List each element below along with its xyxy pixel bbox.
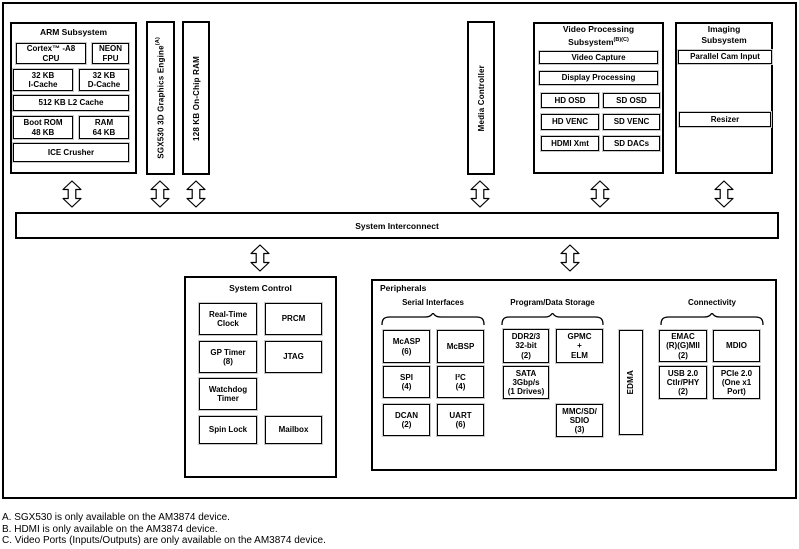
video-processing-title-text: Video Processing Subsystem xyxy=(562,24,635,47)
mmc-sd-sdio-box: MMC/SD/ SDIO (3) xyxy=(555,403,604,438)
spi-box: SPI (4) xyxy=(382,365,431,399)
video-processing-title: Video Processing Subsystem(B)(C) xyxy=(533,24,664,48)
gp-timer-box: GP Timer (8) xyxy=(198,340,258,374)
brace-icon xyxy=(660,313,764,325)
icache-box: 32 KB I-Cache xyxy=(12,68,74,92)
sd-venc-box: SD VENC xyxy=(602,113,661,131)
system-control-title: System Control xyxy=(229,283,292,293)
sd-dacs-box: SD DACs xyxy=(602,135,661,152)
footnote-a: A. SGX530 is only available on the AM387… xyxy=(2,512,230,523)
brace-icon xyxy=(381,313,485,325)
mcasp-box: McASP (6) xyxy=(382,329,431,364)
cortex-a8-cpu-box: Cortex™ -A8 CPU xyxy=(15,42,87,65)
mdio-box: MDIO xyxy=(712,329,761,363)
system-interconnect-bar: System Interconnect xyxy=(15,212,779,239)
video-capture-box: Video Capture xyxy=(538,50,659,65)
ice-crusher-box: ICE Crusher xyxy=(12,142,130,163)
bidirectional-arrow-icon xyxy=(150,180,170,208)
parallel-cam-input-box: Parallel Cam Input xyxy=(677,49,773,65)
resizer-box: Resizer xyxy=(678,111,772,128)
dcan-box: DCAN (2) xyxy=(382,403,431,437)
onchip-ram-box: 128 KB On-Chip RAM xyxy=(182,21,210,175)
serial-interfaces-header: Serial Interfaces xyxy=(402,298,464,307)
bidirectional-arrow-icon xyxy=(590,180,610,208)
usb-box: USB 2.0 Ctlr/PHY (2) xyxy=(658,365,708,400)
mcbsp-box: McBSP xyxy=(436,329,485,364)
bidirectional-arrow-icon xyxy=(62,180,82,208)
sgx530-footnote-sup: (A) xyxy=(155,37,162,46)
video-processing-footnote-sup: (B)(C) xyxy=(613,37,629,43)
pcie-box: PCIe 2.0 (One x1 Port) xyxy=(712,365,761,400)
dcache-box: 32 KB D-Cache xyxy=(78,68,130,92)
watchdog-timer-box: Watchdog Timer xyxy=(198,377,258,411)
bidirectional-arrow-icon xyxy=(470,180,490,208)
footnotes: A. SGX530 is only available on the AM387… xyxy=(2,512,326,547)
connectivity-header: Connectivity xyxy=(687,298,736,307)
jtag-box: JTAG xyxy=(264,340,323,374)
bidirectional-arrow-icon xyxy=(186,180,206,208)
sgx530-label: SGX530 3D Graphics Engine(A) xyxy=(155,37,166,159)
sgx530-graphics-box: SGX530 3D Graphics Engine(A) xyxy=(146,21,175,175)
onchip-ram-label: 128 KB On-Chip RAM xyxy=(191,55,201,141)
hd-venc-box: HD VENC xyxy=(540,113,600,131)
sata-box: SATA 3Gbp/s (1 Drives) xyxy=(502,365,550,400)
arm-subsystem-title: ARM Subsystem xyxy=(39,27,108,37)
mailbox-box: Mailbox xyxy=(264,415,323,445)
gpmc-elm-box: GPMC + ELM xyxy=(555,328,604,364)
sd-osd-box: SD OSD xyxy=(602,92,661,109)
bidirectional-arrow-icon xyxy=(250,244,270,272)
edma-label: EDMA xyxy=(626,370,636,395)
neon-fpu-box: NEON FPU xyxy=(91,42,130,65)
ram-64kb-box: RAM 64 KB xyxy=(78,115,130,140)
footnote-c: C. Video Ports (Inputs/Outputs) are only… xyxy=(2,535,326,546)
edma-box: EDMA xyxy=(618,329,644,436)
real-time-clock-box: Real-Time Clock xyxy=(198,302,258,336)
bidirectional-arrow-icon xyxy=(714,180,734,208)
peripherals-box xyxy=(371,279,777,471)
peripherals-title: Peripherals xyxy=(380,283,427,293)
boot-rom-box: Boot ROM 48 KB xyxy=(12,115,74,140)
i2c-box: I²C (4) xyxy=(436,365,485,399)
emac-box: EMAC (R)(G)MII (2) xyxy=(658,329,708,363)
ddr-box: DDR2/3 32-bit (2) xyxy=(502,328,550,364)
footnote-b: B. HDMI is only available on the AM3874 … xyxy=(2,523,218,535)
media-controller-box: Media Controller xyxy=(467,21,495,175)
media-controller-label: Media Controller xyxy=(476,64,486,132)
hdmi-xmt-box: HDMI Xmt xyxy=(540,135,600,152)
l2-cache-box: 512 KB L2 Cache xyxy=(12,94,130,112)
bidirectional-arrow-icon xyxy=(560,244,580,272)
spin-lock-box: Spin Lock xyxy=(198,415,258,445)
sgx530-label-text: SGX530 3D Graphics Engine xyxy=(156,45,166,159)
display-processing-box: Display Processing xyxy=(538,70,659,86)
hd-osd-box: HD OSD xyxy=(540,92,600,109)
brace-icon xyxy=(501,313,604,325)
imaging-subsystem-title: Imaging Subsystem xyxy=(701,24,747,45)
imaging-subsystem-box xyxy=(675,22,773,174)
program-data-storage-header: Program/Data Storage xyxy=(510,298,595,307)
uart-box: UART (6) xyxy=(436,403,485,437)
prcm-box: PRCM xyxy=(264,302,323,336)
